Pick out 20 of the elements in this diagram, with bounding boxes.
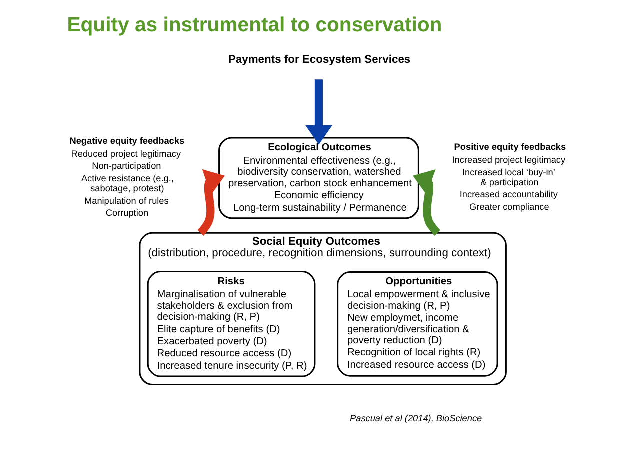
- node-text: Payments for Ecosystem Services: [228, 54, 411, 66]
- label: Manipulation of rules: [84, 196, 169, 206]
- label: Greater compliance: [470, 202, 550, 212]
- node-box: Ecological Outcomes Environmental effectiveness (e.g., biodiversity conservation, watershed preservation, carbon stock enhancement Economic efficiency Long-term sustainability / Permanence: [218, 137, 420, 220]
- label: Corruption: [106, 208, 149, 218]
- label: Reduced project legitimacy: [71, 149, 182, 160]
- diagram-title: Equity as instrumental to conservation: [67, 14, 442, 37]
- arrow: [413, 170, 441, 236]
- label: Increased accountability: [460, 190, 558, 200]
- node-box: Opportunities Local empowerment & inclusive decision-making (R, P) New employmet, income generation/diversification & poverty reduction (D) Recognition of local rights (R) Increased resource access (D): [337, 272, 498, 377]
- arrow: [198, 169, 225, 236]
- label: Pascual et al (2014), BioScience: [350, 414, 482, 424]
- label: Active resistance (e.g., sabotage, protest): [81, 173, 174, 194]
- label: Positive equity feedbacks: [454, 142, 566, 152]
- label: Increased local ‘buy-in’ & participation: [462, 167, 556, 188]
- arrow: [305, 80, 333, 145]
- node-box: Risks Marginalisation of vulnerable stakeholders & exclusion from decision-making (R, P) Elite capture of benefits (D) Exacerbated poverty (D) Reduced resource access (D) Increased tenure insecurity (P, R): [147, 271, 316, 378]
- label: Increased project legitimacy: [452, 155, 566, 166]
- label: Non-participation: [92, 161, 162, 172]
- label: Negative equity feedbacks: [70, 136, 185, 146]
